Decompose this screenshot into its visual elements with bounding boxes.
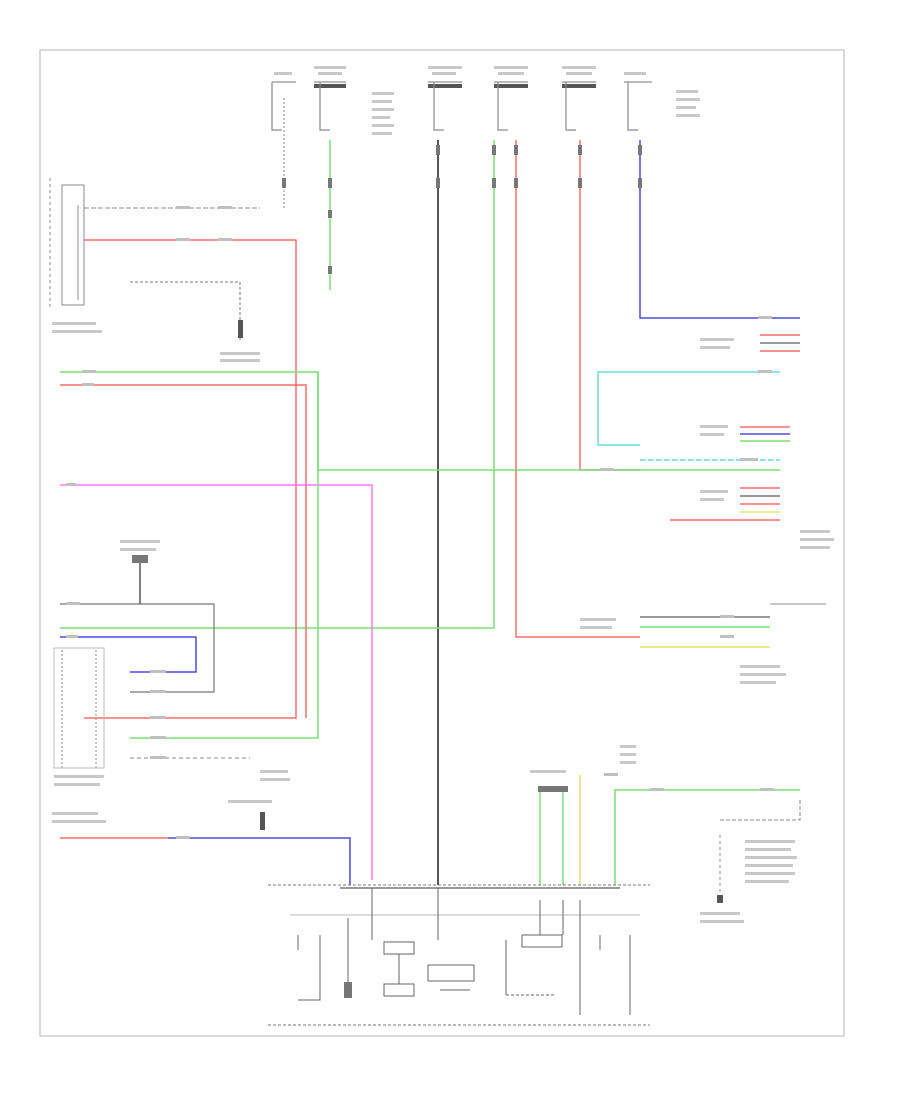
left-module bbox=[53, 540, 215, 769]
top-left-switch bbox=[49, 178, 85, 310]
wire-blue-640 bbox=[639, 140, 800, 319]
trunk-connectors bbox=[282, 145, 642, 274]
label-bar bbox=[220, 359, 260, 362]
ground-connector bbox=[238, 320, 243, 338]
wire-pink bbox=[60, 484, 373, 880]
label-bar bbox=[52, 322, 96, 325]
wire-blue-bottom bbox=[168, 837, 351, 885]
right-top-connector bbox=[700, 334, 800, 352]
fuse-block-top bbox=[272, 81, 652, 88]
wire-red-top bbox=[84, 239, 297, 719]
wire-blue-left bbox=[60, 636, 197, 673]
bottom-right-circuit bbox=[538, 775, 801, 903]
right-lower-connector bbox=[580, 603, 826, 684]
label-bar bbox=[220, 352, 260, 355]
wire-red-516 bbox=[515, 140, 640, 638]
bottom-right-labels bbox=[530, 745, 797, 923]
wire-green-mid bbox=[60, 371, 780, 471]
wire-red-580 bbox=[579, 140, 640, 471]
ecu-bus bbox=[268, 884, 650, 1026]
wire-cyan bbox=[597, 371, 780, 446]
wire-red-mid bbox=[60, 384, 307, 718]
label-bar bbox=[52, 330, 102, 333]
diagram-border bbox=[39, 49, 845, 1037]
label-bar bbox=[52, 820, 106, 823]
wire-green-494 bbox=[60, 140, 495, 629]
bottom-connector bbox=[260, 812, 265, 830]
wire-green-left bbox=[130, 372, 319, 739]
label-bar bbox=[228, 800, 272, 803]
left-module-labels bbox=[54, 770, 290, 786]
fuse-drops bbox=[271, 82, 638, 210]
wire-ground-link bbox=[130, 281, 241, 340]
wire-tick-labels bbox=[66, 206, 774, 839]
right-mid-connector bbox=[640, 425, 834, 549]
label-bar bbox=[52, 812, 98, 815]
ecu-internals bbox=[297, 888, 631, 1015]
fuse-labels bbox=[274, 66, 700, 135]
